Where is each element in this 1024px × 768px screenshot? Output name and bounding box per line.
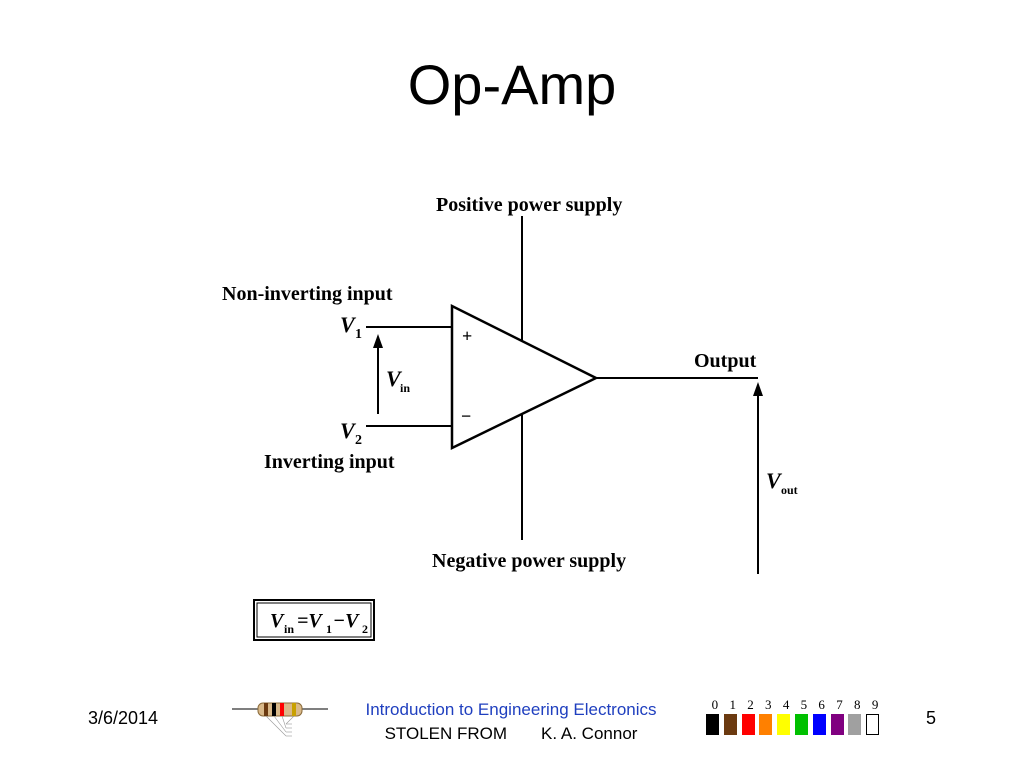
vout-subscript: out — [781, 483, 798, 497]
digit-2: 2 — [747, 697, 754, 712]
v2-subscript: 2 — [355, 433, 362, 448]
stolen-from-label: STOLEN FROM — [384, 724, 508, 743]
color-swatch-4 — [777, 714, 791, 735]
footer-course-credit: Introduction to Engineering Electronics … — [330, 698, 692, 746]
digit-8: 8 — [854, 697, 861, 712]
slide-date: 3/6/2014 — [88, 708, 159, 728]
v1-symbol: V — [340, 312, 357, 337]
negative-supply-label: Negative power supply — [432, 550, 626, 572]
color-swatch-0 — [706, 714, 719, 735]
resistor-logo — [232, 702, 328, 737]
course-title-link[interactable]: Introduction to Engineering Electronics — [365, 700, 657, 719]
formula-minus: −V — [333, 610, 360, 632]
vin-subscript: in — [400, 381, 410, 395]
op-amp-diagram: Positive power supply Negative power sup… — [222, 194, 798, 641]
color-swatch-5 — [794, 714, 808, 735]
minus-sign: − — [461, 406, 471, 426]
formula-eq: =V — [297, 610, 323, 632]
color-swatch-9 — [866, 714, 880, 735]
v1-subscript: 1 — [355, 327, 362, 342]
color-swatch-2 — [741, 714, 755, 735]
resistor-color-code: 0 1 2 3 4 5 6 7 8 9 — [706, 697, 884, 735]
page-number: 5 — [926, 708, 937, 728]
formula-in: in — [284, 622, 294, 636]
vout-symbol: V — [766, 468, 783, 493]
plus-sign: + — [462, 326, 472, 346]
op-amp-triangle — [450, 303, 599, 450]
slide-title: Op-Amp — [407, 53, 617, 116]
author-name: K. A. Connor — [541, 724, 638, 743]
inverting-input-label: Inverting input — [264, 451, 395, 473]
color-swatch-8 — [848, 714, 862, 735]
positive-supply-label: Positive power supply — [436, 194, 622, 216]
vout-arrowhead — [753, 382, 763, 396]
digit-5: 5 — [800, 697, 808, 712]
digit-4: 4 — [782, 697, 790, 712]
color-swatch-6 — [812, 714, 826, 735]
vin-arrowhead — [373, 334, 383, 348]
digit-6: 6 — [818, 697, 825, 712]
color-swatch-3 — [759, 714, 773, 735]
formula-v: V — [270, 610, 285, 632]
formula-box — [253, 599, 375, 641]
color-swatch-7 — [830, 714, 844, 735]
digit-9: 9 — [871, 697, 879, 712]
digit-7: 7 — [836, 697, 843, 712]
output-label: Output — [694, 350, 757, 372]
color-code-swatches — [706, 714, 884, 735]
digit-0: 0 — [711, 697, 719, 712]
noninverting-input-label: Non-inverting input — [222, 283, 393, 305]
formula-one: 1 — [326, 622, 332, 636]
color-code-digits: 0 1 2 3 4 5 6 7 8 9 — [706, 697, 884, 713]
digit-1: 1 — [729, 697, 736, 712]
digit-3: 3 — [765, 697, 772, 712]
vin-symbol: V — [386, 366, 403, 391]
formula-two: 2 — [362, 622, 368, 636]
v2-symbol: V — [340, 418, 357, 443]
color-swatch-1 — [723, 714, 737, 735]
